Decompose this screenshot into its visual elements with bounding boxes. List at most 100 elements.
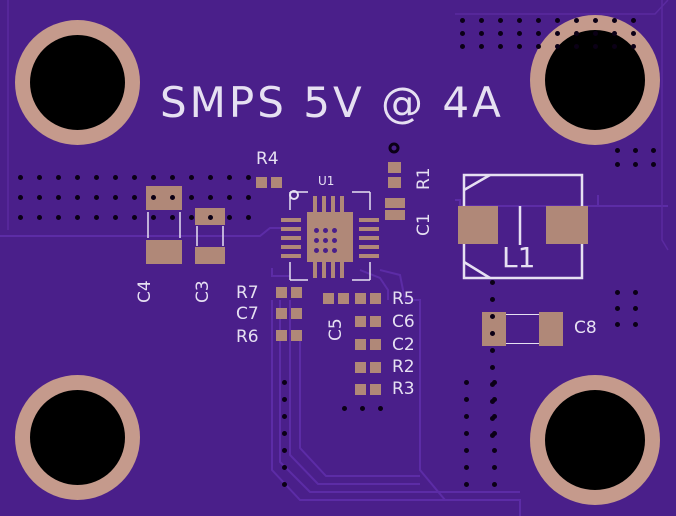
via xyxy=(498,44,503,49)
via xyxy=(56,175,61,180)
via xyxy=(615,306,620,311)
via xyxy=(314,228,319,233)
via xyxy=(593,44,598,49)
via xyxy=(323,248,328,253)
via xyxy=(37,195,42,200)
via xyxy=(574,44,579,49)
via xyxy=(460,31,465,36)
label-r4: R4 xyxy=(256,149,279,169)
u1-thermal-pad xyxy=(307,212,353,262)
via xyxy=(75,175,80,180)
pad-c2-b xyxy=(370,339,381,350)
via xyxy=(75,215,80,220)
via xyxy=(227,175,232,180)
via xyxy=(208,175,213,180)
via xyxy=(536,18,541,23)
via xyxy=(170,175,175,180)
pad-c3-bottom xyxy=(195,247,225,264)
label-r5: R5 xyxy=(392,289,415,309)
pad-c4-bottom xyxy=(146,240,182,264)
drill-hole-bottom-right xyxy=(545,390,645,490)
via xyxy=(282,465,287,470)
via xyxy=(56,215,61,220)
via xyxy=(113,215,118,220)
label-r7: R7 xyxy=(236,283,259,303)
via xyxy=(151,215,156,220)
via xyxy=(282,414,287,419)
via xyxy=(633,162,638,167)
via xyxy=(464,448,469,453)
via xyxy=(323,238,328,243)
via xyxy=(498,18,503,23)
via xyxy=(460,18,465,23)
pad-c7-b xyxy=(291,308,302,319)
drill-hole-bottom-left xyxy=(30,390,125,485)
via xyxy=(170,195,175,200)
pad-l1-b xyxy=(546,206,588,244)
label-c6: C6 xyxy=(392,312,415,332)
pad-c5-a xyxy=(323,293,334,304)
via xyxy=(94,175,99,180)
via xyxy=(170,215,175,220)
via xyxy=(612,44,617,49)
via xyxy=(536,44,541,49)
via xyxy=(282,482,287,487)
via xyxy=(94,215,99,220)
pad-c7-a xyxy=(276,308,287,319)
via xyxy=(18,215,23,220)
via xyxy=(536,31,541,36)
via xyxy=(189,195,194,200)
via xyxy=(615,148,620,153)
via xyxy=(464,482,469,487)
via xyxy=(517,31,522,36)
label-l1: L1 xyxy=(502,241,536,274)
pad-r5-a xyxy=(355,293,366,304)
via xyxy=(490,297,495,302)
via xyxy=(490,399,495,404)
via xyxy=(517,18,522,23)
via xyxy=(227,195,232,200)
pad-c2-a xyxy=(355,339,366,350)
via xyxy=(490,416,495,421)
via xyxy=(282,431,287,436)
via xyxy=(612,18,617,23)
via xyxy=(208,215,213,220)
via xyxy=(75,195,80,200)
via xyxy=(332,238,337,243)
via xyxy=(37,215,42,220)
via xyxy=(517,44,522,49)
u1-pins-right xyxy=(359,218,379,222)
via xyxy=(189,215,194,220)
label-c8: C8 xyxy=(574,318,597,338)
label-c7: C7 xyxy=(236,304,259,324)
label-c4: C4 xyxy=(135,280,155,303)
via xyxy=(492,448,497,453)
pad-r2-b xyxy=(370,362,381,373)
label-r2: R2 xyxy=(392,357,415,377)
via xyxy=(332,248,337,253)
via xyxy=(631,31,636,36)
via xyxy=(342,406,347,411)
pad-r6-a xyxy=(276,330,287,341)
pad-r7-a xyxy=(276,287,287,298)
via xyxy=(574,18,579,23)
via xyxy=(18,195,23,200)
via xyxy=(555,18,560,23)
label-r3: R3 xyxy=(392,379,415,399)
via xyxy=(132,215,137,220)
pad-r5-b xyxy=(370,293,381,304)
pad-r1-b xyxy=(388,177,401,188)
label-c1: C1 xyxy=(414,213,434,236)
via xyxy=(479,31,484,36)
via xyxy=(189,175,194,180)
c8-body-outline xyxy=(506,314,539,344)
pad-c8-b xyxy=(539,312,563,346)
via xyxy=(631,18,636,23)
pad-r4-b xyxy=(271,177,282,188)
via xyxy=(612,31,617,36)
via xyxy=(490,382,495,387)
via xyxy=(490,365,495,370)
pad-l1-a xyxy=(458,206,498,244)
via xyxy=(460,44,465,49)
